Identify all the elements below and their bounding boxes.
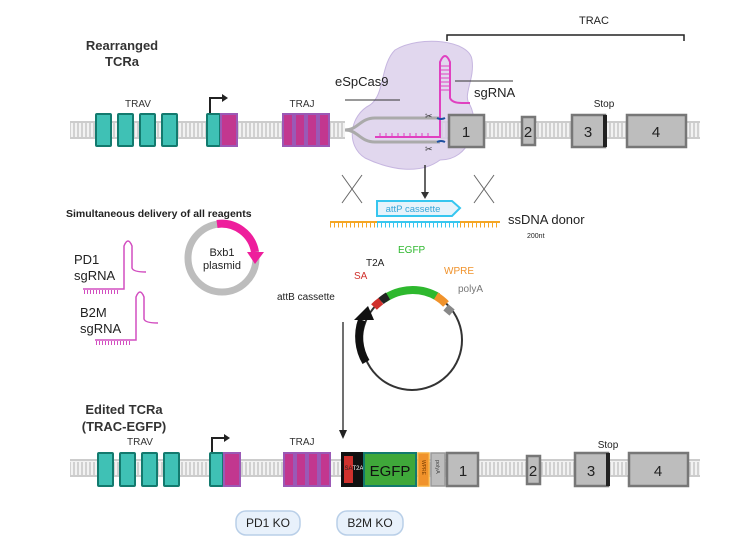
- trav-segments: [95, 113, 221, 147]
- wpre-label: WPRE: [444, 266, 474, 277]
- exon-label: 4: [652, 124, 660, 141]
- exon-label: 3: [587, 463, 595, 480]
- egfp-label: EGFP: [370, 463, 411, 480]
- sgrna-label: sgRNA: [474, 85, 516, 100]
- t2a-segment: [378, 292, 391, 305]
- b2m-ko-badge: [336, 510, 404, 536]
- sgrna-guide: [375, 55, 470, 138]
- promoter-arrow-icon: [211, 437, 224, 452]
- top-title: TCRa: [105, 54, 140, 69]
- bxb1-gene-arrow: [216, 219, 259, 253]
- b2m-ko-label: B2M KO: [347, 516, 392, 530]
- traj-segments: [282, 113, 330, 147]
- cas9-protein: [351, 40, 475, 170]
- exon-label: 2: [529, 463, 537, 480]
- t2a-label: T2A: [352, 466, 363, 472]
- sa-block: [344, 456, 353, 483]
- trac-exons: [447, 113, 688, 149]
- exon-label: 2: [524, 124, 532, 141]
- wpre-block: [417, 452, 430, 487]
- bottom-track: Edited TCRa (TRAC-EGFP) TRAV TRAJ SA T2A…: [70, 402, 700, 536]
- stop-label: Stop: [598, 440, 619, 451]
- egfp-label: EGFP: [398, 245, 426, 256]
- egfp-block: [363, 452, 417, 487]
- pd1-ko-label: PD1 KO: [246, 516, 290, 530]
- pd1-sgrna-label: PD1: [74, 252, 99, 267]
- attb-label: attB cassette: [277, 292, 335, 303]
- rearranged-j-segment: [220, 113, 238, 147]
- reagents-title: Simultaneous delivery of all reagents: [66, 208, 252, 220]
- stop-label: Stop: [594, 99, 615, 110]
- top-track: Rearranged TCRa TRAV TRAJ ✂ ✂: [70, 15, 700, 170]
- trac-label: TRAC: [579, 15, 609, 27]
- traj-segments: [283, 452, 331, 487]
- trac-exons: [445, 451, 690, 488]
- b2m-sgrna-label: sgRNA: [80, 321, 122, 336]
- pd1-sgrna-label: sgRNA: [74, 268, 116, 283]
- attp-label: attP cassette: [386, 204, 441, 215]
- attp-cassette: [376, 200, 462, 217]
- wpre-segment: [433, 292, 449, 307]
- scissors-icon: ✂: [425, 144, 433, 154]
- trav-label: TRAV: [125, 99, 151, 110]
- rearranged-j-segment: [223, 452, 241, 487]
- polya-segment: [443, 304, 455, 316]
- traj-label: TRAJ: [290, 99, 315, 110]
- b2m-sgrna-icon: [95, 291, 159, 341]
- pd1-ko-badge: [235, 510, 301, 536]
- attb-plasmid: attB cassette SA T2A EGFP WPRE polyA: [277, 245, 483, 439]
- bottom-title: Edited TCRa: [85, 402, 163, 417]
- egfp-segment: [381, 286, 441, 303]
- pd1-sgrna-icon: [83, 240, 147, 290]
- trav-label: TRAV: [127, 437, 153, 448]
- bottom-title: (TRAC-EGFP): [82, 419, 167, 434]
- polya-label: polyA: [434, 460, 440, 474]
- sa-label: SA: [344, 466, 352, 472]
- exon-label: 4: [654, 463, 662, 480]
- trac-bracket: [446, 34, 685, 41]
- trav-segments: [97, 452, 224, 487]
- traj-label: TRAJ: [290, 437, 315, 448]
- t2a-label: T2A: [366, 258, 385, 269]
- top-title: Rearranged: [86, 38, 158, 53]
- ssdna-label: ssDNA donor: [508, 212, 585, 227]
- stop-codon-mark: [603, 115, 607, 147]
- stop-codon-mark: [606, 453, 610, 486]
- ssdna-donor: attP cassette ssDNA donor 200nt: [330, 165, 585, 240]
- reagents-panel: Simultaneous delivery of all reagents PD…: [66, 208, 264, 345]
- homology-cross-icon: [341, 174, 495, 204]
- wpre-label: WPRE: [420, 460, 426, 476]
- polya-block: [430, 452, 446, 487]
- polya-label: polyA: [458, 284, 483, 295]
- b2m-sgrna-label: B2M: [80, 305, 107, 320]
- cas9-label: eSpCas9: [335, 74, 388, 89]
- ssdna-length: 200nt: [527, 233, 545, 240]
- exon-label: 1: [462, 124, 470, 141]
- exon-label: 3: [584, 124, 592, 141]
- bxb1-label: plasmid: [203, 260, 241, 272]
- sa-segment: [371, 297, 384, 310]
- sa-label: SA: [354, 271, 368, 282]
- attb-arrow: [355, 318, 370, 365]
- scissors-icon: ✂: [425, 111, 433, 121]
- promoter-arrow-icon: [209, 97, 222, 113]
- exon-label: 1: [459, 463, 467, 480]
- bxb1-label: Bxb1: [209, 247, 234, 259]
